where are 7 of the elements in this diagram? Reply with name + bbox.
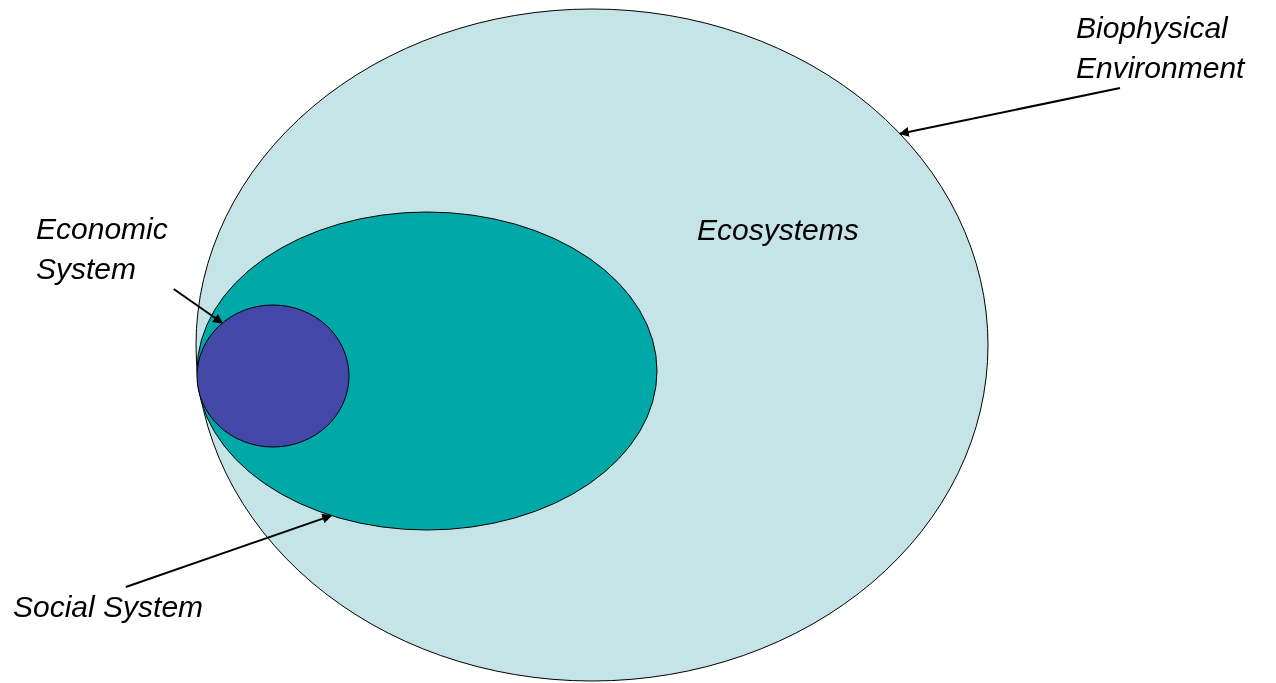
region-label: Ecosystems <box>697 212 859 248</box>
leader-arrow <box>172 288 224 325</box>
leader-arrow <box>898 87 1121 137</box>
callout-label: Social System <box>13 589 205 625</box>
leader-arrow <box>124 513 333 588</box>
callout-label: Economic System <box>36 211 169 287</box>
callout-label: Biophysical Environment <box>1076 10 1247 86</box>
